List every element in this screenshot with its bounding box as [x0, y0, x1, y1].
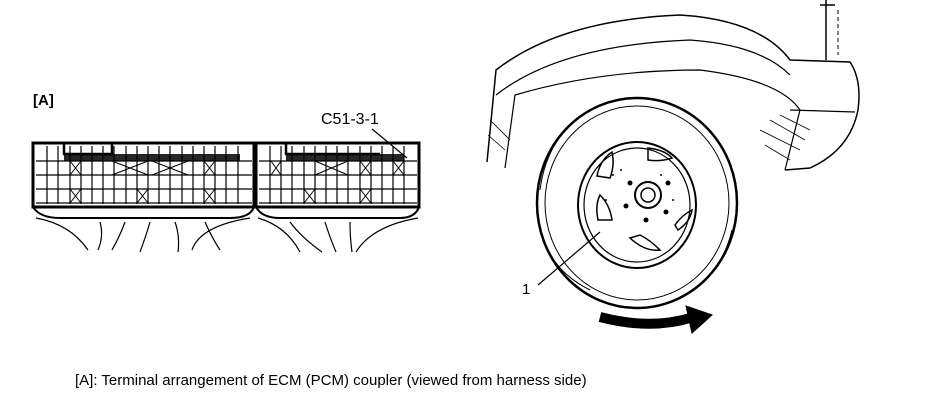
code-leader-line — [371, 128, 408, 159]
coupler-right — [254, 141, 421, 219]
connector-code-label: C51-3-1 — [321, 111, 379, 128]
harness-wires — [35, 217, 419, 253]
panel-label: [A] — [33, 92, 54, 109]
figure-caption: [A]: Terminal arrangement of ECM (PCM) c… — [75, 372, 587, 389]
fender-outline — [486, 14, 860, 171]
coupler-left — [31, 141, 256, 219]
wheel-illustration — [486, 0, 860, 334]
wheel-rim — [577, 141, 697, 269]
callout-leader-line — [537, 231, 601, 286]
callout-number-label: 1 — [522, 281, 531, 298]
tire — [535, 96, 739, 310]
ecm-coupler-diagram — [31, 128, 421, 253]
rotation-arrow-icon — [598, 305, 713, 334]
